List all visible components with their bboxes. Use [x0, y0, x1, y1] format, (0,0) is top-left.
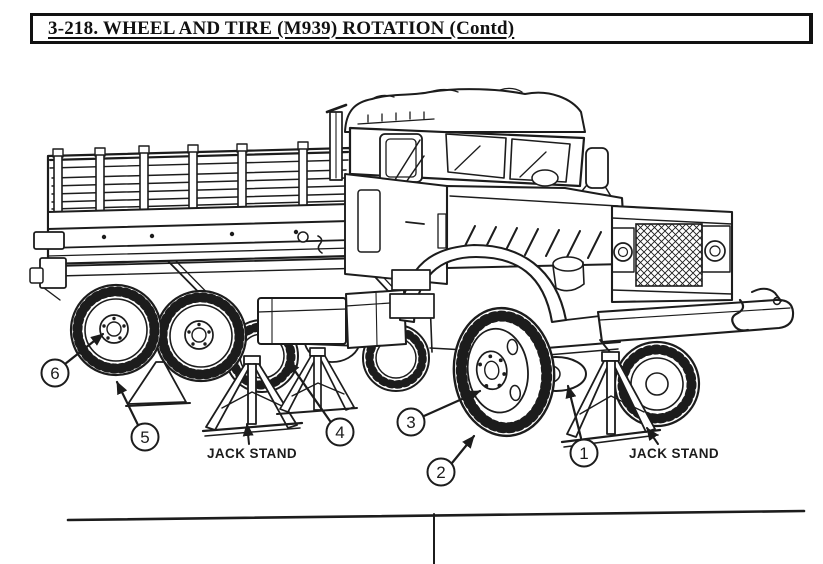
jack-stand-label-rear: JACK STAND [207, 423, 297, 461]
exhaust-stack [325, 103, 348, 181]
callouts: 6 5 4 3 2 1 [40, 332, 599, 487]
rear-rear-wheel [69, 283, 163, 377]
callout-1: 1 [565, 384, 599, 468]
front-wheel [452, 306, 556, 438]
bottom-rule [66, 509, 806, 522]
svg-text:6: 6 [50, 364, 59, 383]
svg-text:1: 1 [579, 444, 588, 463]
rear-intermediate-wheel [154, 289, 248, 383]
grille [610, 204, 734, 304]
right-headlight-icon [704, 240, 726, 262]
cab-step-upper [391, 269, 431, 291]
cargo-bed [46, 141, 354, 266]
section-title: 3-218. WHEEL AND TIRE (M939) ROTATION (C… [48, 17, 515, 39]
grille-mesh [635, 223, 703, 287]
callout-5: 5 [115, 380, 160, 452]
windshield-right-pane [509, 138, 571, 183]
svg-text:JACK STAND: JACK STAND [207, 446, 297, 461]
cab-step-lower [389, 293, 435, 319]
left-headlight-icon [613, 242, 633, 262]
svg-text:5: 5 [140, 428, 149, 447]
cab-horn [531, 169, 559, 187]
jack-stand-middle [276, 347, 358, 415]
jack-stand-label-front: JACK STAND [629, 427, 719, 461]
door-panel [357, 189, 381, 253]
tow-chain [731, 287, 782, 332]
bed-stakes [52, 141, 309, 221]
bed-fuel-cap [297, 231, 309, 243]
svg-text:4: 4 [335, 423, 344, 442]
callout-6: 6 [40, 332, 105, 388]
wipers [454, 145, 547, 178]
cab-side [344, 173, 448, 285]
bed-hook [317, 235, 323, 254]
svg-text:JACK STAND: JACK STAND [629, 446, 719, 461]
roof-marker-lights [367, 111, 425, 123]
section-header-box: 3-218. WHEEL AND TIRE (M939) ROTATION (C… [30, 13, 813, 44]
callout-4: 4 [286, 359, 355, 447]
windshield-left-pane [445, 133, 507, 179]
air-cleaner [552, 256, 585, 292]
callout-3: 3 [396, 389, 482, 437]
svg-text:3: 3 [406, 413, 415, 432]
cab [325, 87, 795, 344]
jack-stand-hidden-rear [125, 361, 191, 407]
front-fender [398, 243, 568, 324]
rear-overhang [29, 231, 67, 301]
callout-2: 2 [426, 434, 476, 487]
svg-text:2: 2 [436, 463, 445, 482]
front-bumper [596, 298, 795, 344]
right-mirror [577, 147, 613, 199]
door-handle [405, 221, 425, 225]
